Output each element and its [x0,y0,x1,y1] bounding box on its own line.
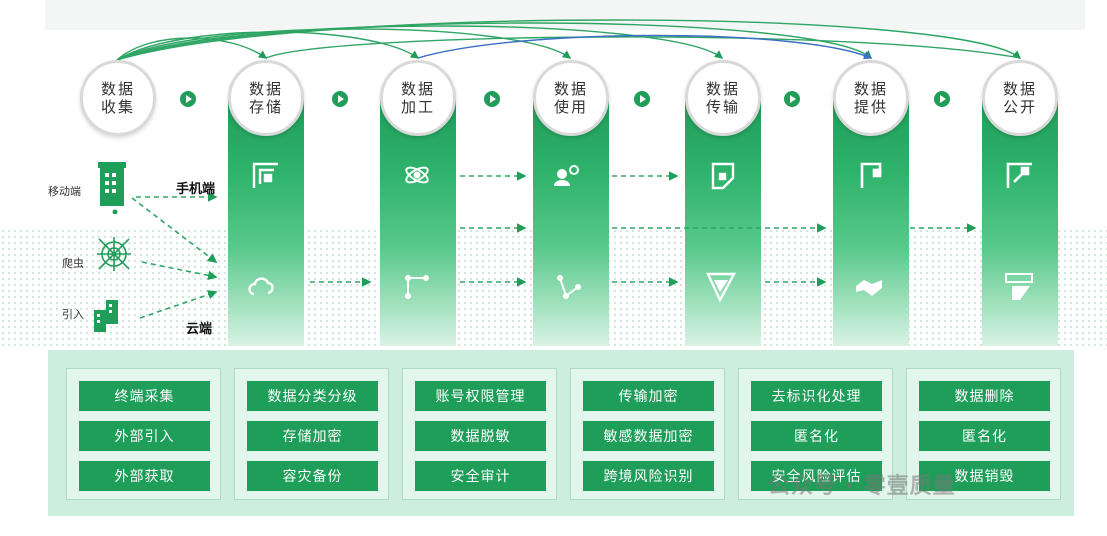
play-icon [784,91,800,107]
measure-item[interactable]: 去标识化处理 [751,381,882,411]
measure-item[interactable]: 匿名化 [919,421,1050,451]
measure-card-transfer: 传输加密 敏感数据加密 跨境风险识别 [570,368,725,500]
measure-item[interactable]: 匿名化 [751,421,882,451]
measure-item[interactable]: 安全审计 [415,461,546,491]
measure-item[interactable]: 终端采集 [79,381,210,411]
process-icon [402,272,432,302]
measure-card-publish: 数据删除 匿名化 数据销毁 [906,368,1061,500]
play-icon [332,91,348,107]
users-icon [552,160,582,190]
measure-item[interactable]: 容灾备份 [247,461,378,491]
label-mobile: 移动端 [48,185,81,198]
column-processing [380,100,456,346]
column-publish [982,100,1058,346]
flag-icon [856,160,886,190]
label-import: 引入 [62,308,84,321]
document-icon [708,160,738,190]
measure-item[interactable]: 数据脱敏 [415,421,546,451]
measure-card-collect: 终端采集 外部引入 外部获取 [66,368,221,500]
stage-transfer[interactable]: 数据传输 [685,60,761,136]
top-background [45,0,1085,30]
play-icon [934,91,950,107]
measure-item[interactable]: 账号权限管理 [415,381,546,411]
building-icon [96,160,130,215]
label-cloud: 云端 [186,322,213,337]
measure-item[interactable]: 数据分类分级 [247,381,378,411]
label-phone: 手机端 [176,182,216,197]
measure-card-storage: 数据分类分级 存储加密 容灾备份 [234,368,389,500]
spider-web-icon [95,235,133,273]
handshake-icon [854,272,884,302]
screen-icon [1004,272,1034,302]
stage-collect[interactable]: 数据收集 [80,60,156,136]
measure-item[interactable]: 存储加密 [247,421,378,451]
measure-card-provide: 去标识化处理 匿名化 安全风险评估 [738,368,893,500]
publish-icon [1004,160,1034,190]
stage-provide[interactable]: 数据提供 [833,60,909,136]
stage-storage[interactable]: 数据存储 [228,60,304,136]
measure-card-processing: 账号权限管理 数据脱敏 安全审计 [402,368,557,500]
measure-item[interactable]: 数据删除 [919,381,1050,411]
play-icon [484,91,500,107]
column-use [533,100,609,346]
stage-processing[interactable]: 数据加工 [380,60,456,136]
stage-publish[interactable]: 数据公开 [982,60,1058,136]
cloud-icon [246,272,276,302]
buildings-icon [92,298,122,334]
column-transfer [685,100,761,346]
stage-use[interactable]: 数据使用 [533,60,609,136]
play-icon [634,91,650,107]
play-icon [180,91,196,107]
measure-item[interactable]: 外部引入 [79,421,210,451]
watermark: 公众号 · 零壹质量 [768,474,956,499]
column-provide [833,100,909,346]
column-storage [228,100,304,346]
share-icon [554,272,584,302]
measures-panel: 终端采集 外部引入 外部获取 数据分类分级 存储加密 容灾备份 账号权限管理 数… [48,350,1074,516]
measure-item[interactable]: 外部获取 [79,461,210,491]
measure-item[interactable]: 跨境风险识别 [583,461,714,491]
measure-item[interactable]: 传输加密 [583,381,714,411]
label-crawler: 爬虫 [62,257,84,270]
storage-icon [250,160,280,190]
atom-icon [402,160,432,190]
send-icon [706,272,737,303]
measure-item[interactable]: 数据销毁 [919,461,1050,491]
measure-item[interactable]: 安全风险评估 [751,461,882,491]
measure-item[interactable]: 敏感数据加密 [583,421,714,451]
